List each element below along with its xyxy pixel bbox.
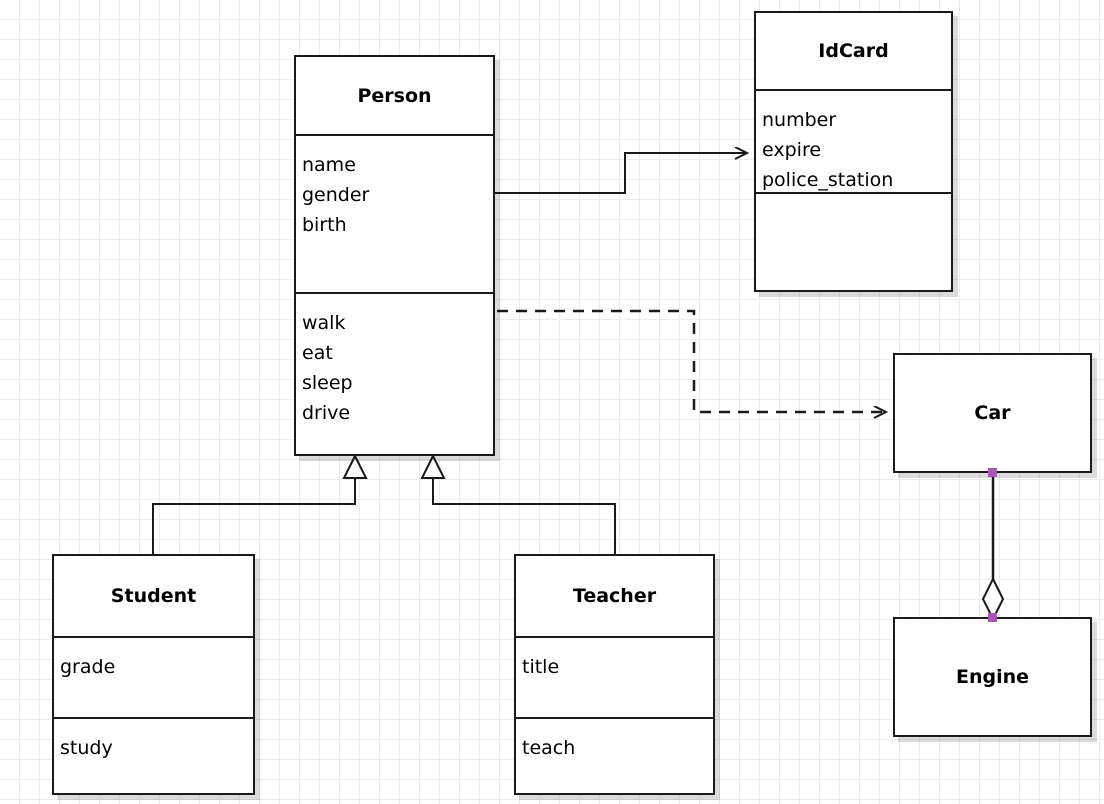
edge-teacher-person[interactable] xyxy=(420,453,616,554)
attribute: gender xyxy=(302,184,370,206)
uml-class-student[interactable]: Student grade study xyxy=(52,554,255,795)
class-title-idcard: IdCard xyxy=(818,40,889,62)
attribute: police_station xyxy=(762,169,894,191)
class-title-student: Student xyxy=(110,585,197,607)
uml-class-idcard[interactable]: IdCard number expire police_station xyxy=(754,11,953,292)
class-methods-person: walk eat sleep drive xyxy=(296,292,493,454)
attribute: title xyxy=(522,656,560,678)
class-methods-idcard xyxy=(756,192,951,290)
uml-class-car[interactable]: Car xyxy=(893,353,1092,473)
class-title-teacher: Teacher xyxy=(572,585,657,607)
attribute: number xyxy=(762,109,837,131)
hollow-triangle-student xyxy=(342,453,368,479)
class-title-engine: Engine xyxy=(955,666,1030,688)
method: eat xyxy=(302,342,333,364)
edge-person-idcard[interactable] xyxy=(495,153,747,194)
class-title-car: Car xyxy=(974,402,1011,424)
uml-class-engine[interactable]: Engine xyxy=(893,617,1092,737)
attribute: birth xyxy=(302,214,347,236)
class-attributes-person: name gender birth xyxy=(296,134,493,292)
method: drive xyxy=(302,402,351,424)
attribute: grade xyxy=(60,656,116,678)
method: study xyxy=(60,737,113,759)
method: walk xyxy=(302,312,346,334)
edge-student-person[interactable] xyxy=(152,453,368,554)
attribute: name xyxy=(302,154,356,176)
attribute: expire xyxy=(762,139,822,161)
uml-class-person[interactable]: Person name gender birth walk eat sleep … xyxy=(294,55,495,456)
hollow-triangle-teacher xyxy=(420,453,446,479)
method: teach xyxy=(522,737,576,759)
edge-person-car[interactable] xyxy=(497,309,886,412)
method: sleep xyxy=(302,372,353,394)
uml-class-teacher[interactable]: Teacher title teach xyxy=(514,554,715,795)
class-title-person: Person xyxy=(357,84,432,107)
edge-handle-engine-end[interactable] xyxy=(988,613,997,622)
class-methods-student: study xyxy=(54,717,253,793)
edge-car-engine[interactable] xyxy=(981,473,1005,622)
class-attributes-teacher: title xyxy=(516,636,713,717)
class-attributes-idcard: number expire police_station xyxy=(756,89,951,192)
class-attributes-student: grade xyxy=(54,636,253,717)
class-methods-teacher: teach xyxy=(516,717,713,793)
edge-handle-car-end[interactable] xyxy=(988,468,997,477)
